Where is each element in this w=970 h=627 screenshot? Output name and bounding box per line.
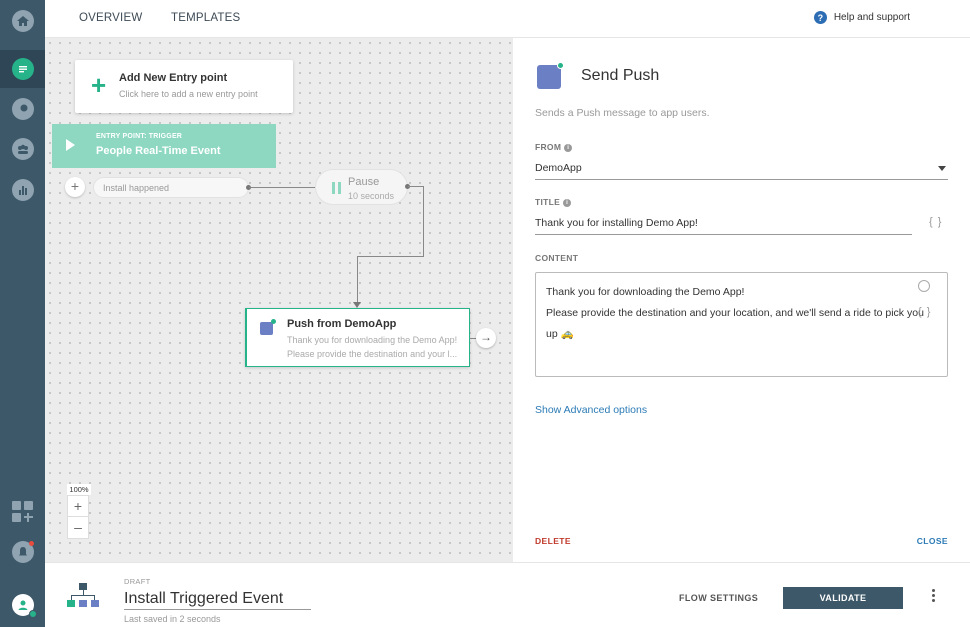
add-entry-title: Add New Entry point — [119, 72, 228, 84]
notifications-icon — [11, 541, 34, 563]
info-icon: i — [564, 144, 573, 152]
analytics-icon — [11, 179, 34, 201]
connector-dot[interactable] — [405, 184, 410, 189]
left-rail — [0, 0, 45, 627]
bottom-bar: DRAFT Install Triggered Event Last saved… — [45, 562, 970, 627]
connector-line — [249, 187, 315, 188]
rail-profile-button[interactable] — [0, 586, 45, 624]
info-icon: i — [563, 199, 572, 207]
pause-duration: 10 seconds — [348, 191, 395, 201]
connector-line — [470, 338, 477, 339]
home-icon — [11, 10, 34, 32]
zoom-out-button[interactable]: – — [67, 517, 89, 539]
emoji-icon[interactable] — [918, 280, 930, 292]
trigger-entry-node[interactable]: ENTRY POINT: TRIGGER People Real-Time Ev… — [52, 124, 276, 168]
title-value: Thank you for installing Demo App! — [535, 217, 698, 229]
messages-icon — [11, 58, 34, 80]
pause-title: Pause — [348, 176, 380, 188]
delete-button[interactable]: DELETE — [535, 536, 571, 546]
connector-line — [408, 186, 423, 187]
tab-templates[interactable]: TEMPLATES — [171, 12, 241, 24]
push-node-line1: Thank you for downloading the Demo App! — [287, 335, 458, 345]
play-icon — [66, 139, 75, 151]
content-textarea[interactable]: Thank you for downloading the Demo App! … — [535, 272, 948, 377]
show-advanced-options-link[interactable]: Show Advanced options — [535, 404, 648, 416]
add-app-icon — [11, 501, 34, 523]
help-label: Help and support — [833, 12, 910, 23]
content-line: up 🚕 — [546, 328, 574, 340]
caret-down-icon — [938, 166, 946, 171]
rail-messages-button[interactable] — [0, 50, 45, 88]
add-entry-subtitle: Click here to add a new entry point — [119, 89, 258, 99]
push-message-node[interactable]: Push from DemoApp Thank you for download… — [245, 308, 470, 367]
help-and-support-link[interactable]: ? Help and support — [813, 11, 910, 24]
help-icon: ? — [813, 11, 827, 24]
content-line: Please provide the destination and your … — [546, 307, 924, 319]
flow-settings-button[interactable]: FLOW SETTINGS — [679, 593, 759, 603]
flow-canvas[interactable]: + Add New Entry point Click here to add … — [45, 38, 513, 562]
connector-arrowhead — [353, 302, 361, 308]
add-branch-button[interactable]: + — [65, 177, 85, 197]
tab-overview[interactable]: OVERVIEW — [79, 12, 143, 24]
title-input[interactable]: Thank you for installing Demo App! — [535, 217, 912, 235]
close-button[interactable]: CLOSE — [916, 536, 948, 546]
insert-variable-icon[interactable]: { } — [929, 216, 943, 228]
arrow-right-icon[interactable]: → — [476, 328, 496, 348]
plus-icon: + — [91, 70, 107, 100]
insert-variable-icon[interactable]: { } — [918, 306, 932, 318]
push-node-line2: Please provide the destination and your … — [287, 349, 458, 359]
rail-search-button[interactable] — [0, 90, 45, 128]
content-label: CONTENT — [535, 253, 579, 263]
push-app-icon — [537, 62, 564, 89]
panel-title: Send Push — [581, 67, 660, 84]
rail-home-button[interactable] — [0, 2, 45, 40]
pause-node[interactable]: Pause 10 seconds — [315, 169, 408, 205]
profile-icon — [11, 594, 37, 618]
push-app-icon — [260, 319, 276, 335]
from-select[interactable]: DemoApp — [535, 162, 948, 180]
top-bar: OVERVIEW TEMPLATES ? Help and support — [45, 0, 970, 38]
rail-analytics-button[interactable] — [0, 171, 45, 209]
rail-users-button[interactable] — [0, 130, 45, 168]
trigger-title: People Real-Time Event — [96, 145, 221, 157]
connector-line — [357, 256, 358, 304]
pause-icon — [332, 182, 343, 194]
flow-diagram-icon — [67, 583, 99, 611]
trigger-kicker: ENTRY POINT: TRIGGER — [96, 133, 183, 140]
validate-button[interactable]: VALIDATE — [783, 587, 903, 609]
last-saved-text: Last saved in 2 seconds — [124, 614, 221, 624]
event-condition-pill[interactable]: Install happened — [93, 177, 249, 198]
send-push-panel: Send Push Sends a Push message to app us… — [513, 38, 970, 562]
add-entry-point-card[interactable]: + Add New Entry point Click here to add … — [75, 60, 293, 113]
draft-status: DRAFT — [124, 577, 151, 586]
rail-notifications-button[interactable] — [0, 533, 45, 571]
zoom-level: 100% — [67, 484, 91, 495]
flow-name-input[interactable]: Install Triggered Event — [124, 590, 311, 610]
zoom-controls: 100% + – — [67, 484, 91, 539]
rail-add-app-button[interactable] — [0, 493, 45, 531]
connector-dot[interactable] — [246, 185, 251, 190]
push-node-title: Push from DemoApp — [287, 318, 397, 330]
connector-line — [423, 186, 424, 256]
zoom-in-button[interactable]: + — [67, 495, 89, 517]
connector-line — [357, 256, 424, 257]
from-value: DemoApp — [535, 162, 582, 174]
content-line: Thank you for downloading the Demo App! — [546, 286, 745, 298]
users-icon — [11, 138, 34, 160]
panel-description: Sends a Push message to app users. — [535, 107, 710, 119]
more-options-icon[interactable] — [932, 589, 938, 604]
search-icon — [11, 98, 34, 120]
